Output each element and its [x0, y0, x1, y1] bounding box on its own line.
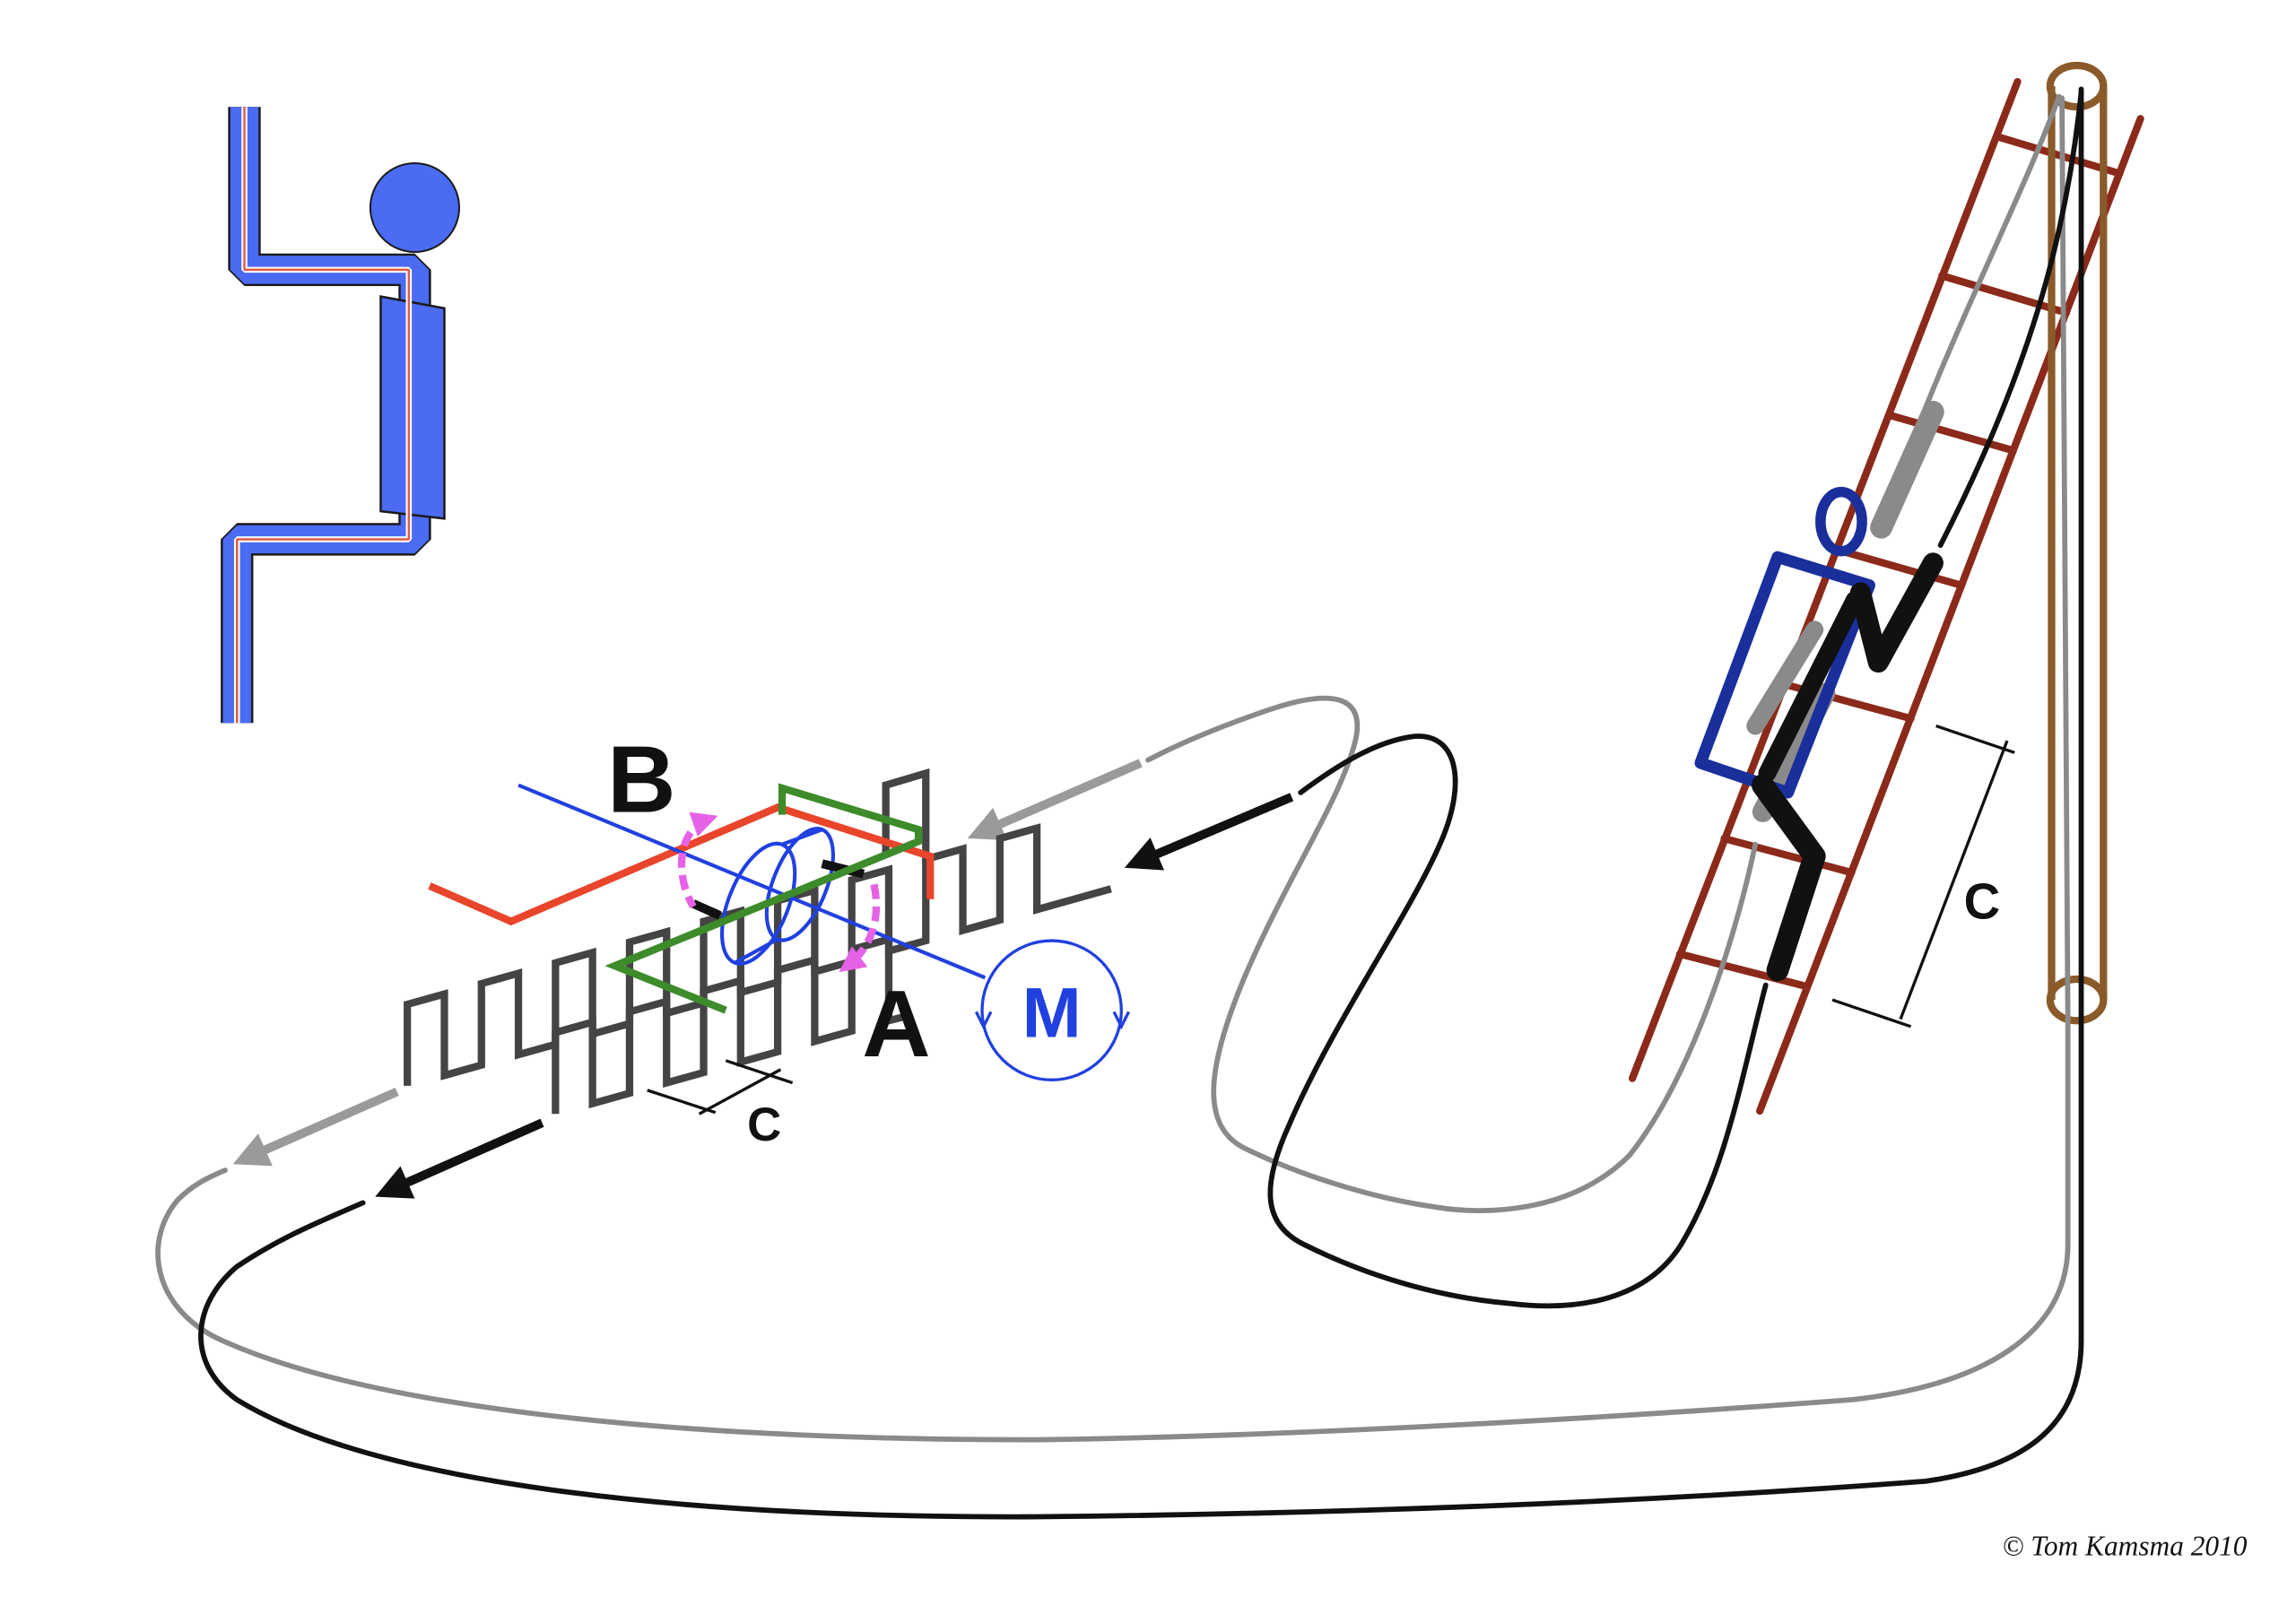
climber-limb-gray [1746, 621, 1824, 735]
climber-body [1694, 551, 1875, 799]
ladder-rung [1938, 272, 2071, 317]
climber-head [1815, 486, 1867, 557]
logo-head [369, 161, 460, 254]
black-rope-bottom-loop [198, 1200, 2084, 1520]
gray-rope-upper [1923, 93, 2062, 411]
ladder-rung [1832, 545, 1965, 589]
copyright-text: © Tom Kamsma 2010 [2003, 1530, 2248, 1561]
rack-dimension-label: C [747, 1098, 781, 1151]
climber-leg-black [1752, 774, 1826, 982]
logo-torso-band [379, 295, 446, 520]
motor-rotation-arrowhead [1112, 1011, 1131, 1030]
gray-direction-arrow [967, 759, 1143, 841]
label-b: B [607, 726, 675, 832]
gray-rope-lower-loop [1145, 695, 1759, 1213]
ladder-rung [1884, 411, 2017, 455]
cylinder-side [734, 937, 779, 965]
motor-rotation-arrowhead [974, 1011, 993, 1030]
rack-front-teeth [552, 933, 908, 1115]
green-lever-a [604, 783, 923, 1014]
gray-direction-arrow [232, 1087, 399, 1167]
dimension-tick [1831, 998, 1912, 1029]
climber-limb-gray [1870, 401, 1944, 539]
pole-top-pulley [2046, 61, 2108, 111]
ladder-rung [1993, 133, 2124, 178]
ladder-rung [1720, 834, 1856, 877]
motor-icon: M [974, 939, 1131, 1081]
dimension-line [698, 1068, 782, 1115]
dimension-line [1899, 740, 2009, 1020]
dimension-tick [725, 1059, 794, 1085]
gray-rope-in-pole [2059, 95, 2071, 1025]
black-rope-lower-loop [1267, 733, 1769, 1309]
rack-back-teeth [404, 823, 1112, 1086]
logo-red-stripe [236, 107, 411, 724]
gray-rope [155, 93, 2071, 1443]
climber-limb-black [1758, 591, 1864, 783]
cylinder-side [781, 828, 823, 846]
drive-cylinder [719, 826, 835, 966]
climber-logo-icon [221, 107, 460, 724]
black-rope-upper [1937, 89, 2084, 548]
ladder-rail-left [1628, 77, 2022, 1082]
motor-circle [980, 939, 1123, 1081]
black-direction-arrow [375, 1118, 544, 1199]
climber-arm-black [1849, 552, 1944, 673]
ladder-rung [1675, 950, 1812, 991]
ladder-climber [1694, 401, 1944, 982]
dimension-tick [1935, 725, 2015, 754]
ladder-dimension-label: C [1964, 872, 2001, 929]
shaft-stub [691, 899, 722, 920]
red-lever-b [428, 803, 935, 926]
ladder-dimension [1831, 725, 2015, 1029]
black-direction-arrow [1124, 793, 1294, 871]
pulley-pole [2046, 61, 2108, 1025]
rotation-arrow-icon [839, 883, 881, 973]
rack-dimension [647, 1059, 794, 1115]
black-rope [198, 86, 2084, 1520]
label-a: A [862, 971, 930, 1077]
drive-shaft-axis [517, 783, 987, 980]
ladder-rail-right [1755, 115, 2144, 1115]
motor-label: M [1022, 972, 1082, 1052]
dimension-tick [647, 1089, 717, 1115]
rotation-arrow-icon [677, 812, 718, 909]
pole-bottom-pulley [2046, 975, 2108, 1025]
gray-rope-bottom-loop [155, 1020, 2071, 1443]
